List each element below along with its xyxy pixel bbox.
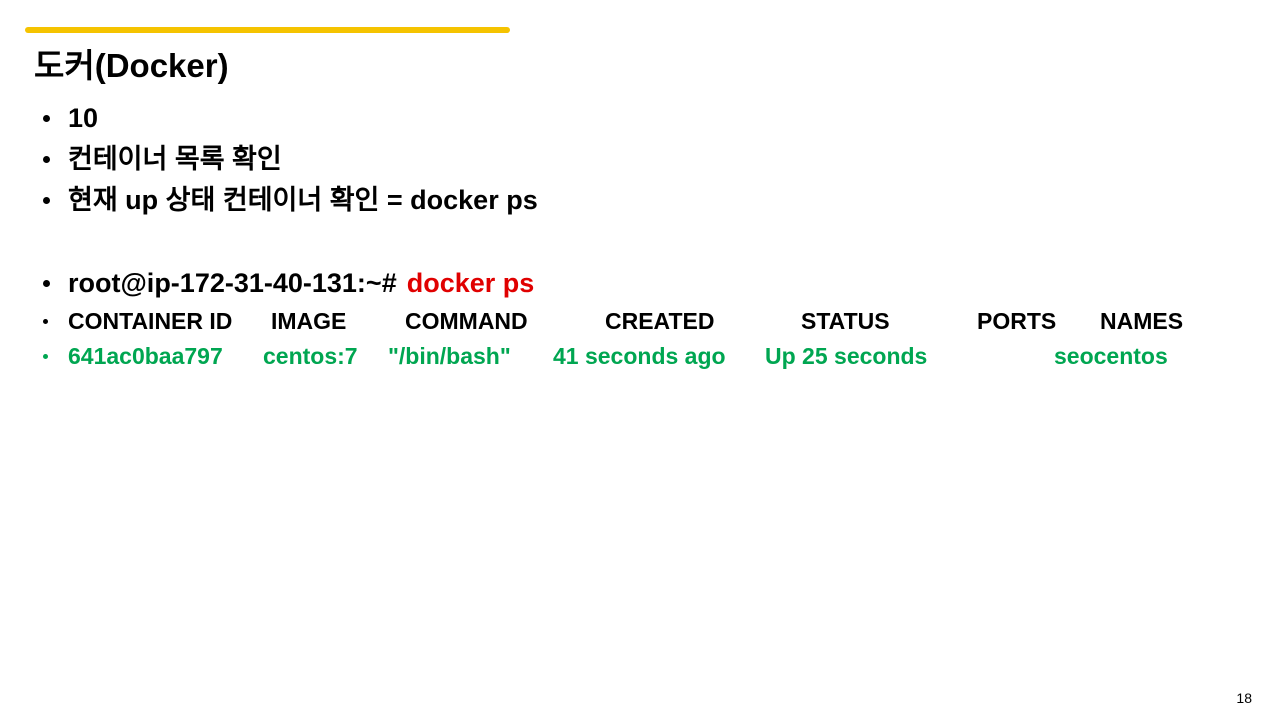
cell-names: seocentos — [1054, 343, 1168, 369]
bullet-dot-icon — [43, 155, 50, 163]
cell-image: centos:7 — [263, 343, 358, 369]
header-created: CREATED — [605, 308, 715, 334]
table-row: 641ac0baa797 centos:7 "/bin/bash" 41 sec… — [68, 339, 1228, 373]
bullet-dot-icon — [43, 114, 50, 122]
cell-container-id: 641ac0baa797 — [68, 343, 223, 369]
bullet-item: 컨테이너 목록 확인 — [43, 139, 282, 179]
cell-created: 41 seconds ago — [553, 343, 726, 369]
bullet-dot-icon — [43, 196, 50, 204]
header-image: IMAGE — [271, 308, 347, 334]
bullet-text: 10 — [68, 103, 99, 133]
terminal-output-row: 641ac0baa797 centos:7 "/bin/bash" 41 sec… — [43, 339, 1228, 373]
header-command: COMMAND — [405, 308, 528, 334]
bullet-text: 현재 up 상태 컨테이너 확인 = docker ps — [68, 185, 538, 215]
bullet-dot-icon — [43, 318, 48, 324]
table-header-row: CONTAINER ID IMAGE COMMAND CREATED STATU… — [68, 304, 1228, 338]
cell-status: Up 25 seconds — [765, 343, 928, 369]
header-names: NAMES — [1100, 308, 1184, 334]
bullet-item: 10 — [43, 98, 98, 138]
terminal-command: docker ps — [406, 268, 535, 298]
title-accent-bar — [25, 27, 510, 33]
cell-command: "/bin/bash" — [388, 343, 511, 369]
terminal-command-line: root@ip-172-31-40-131:~# docker ps — [43, 263, 534, 303]
slide-title: 도커(Docker) — [34, 47, 229, 84]
bullet-dot-icon — [43, 353, 48, 359]
header-container-id: CONTAINER ID — [68, 308, 233, 334]
page-number: 18 — [1236, 690, 1252, 706]
header-ports: PORTS — [977, 308, 1057, 334]
terminal-prompt: root@ip-172-31-40-131:~# — [68, 268, 397, 298]
header-status: STATUS — [801, 308, 890, 334]
bullet-text: 컨테이너 목록 확인 — [68, 144, 282, 174]
bullet-dot-icon — [43, 279, 50, 287]
terminal-output-header: CONTAINER ID IMAGE COMMAND CREATED STATU… — [43, 304, 1228, 338]
bullet-item: 현재 up 상태 컨테이너 확인 = docker ps — [43, 180, 538, 220]
